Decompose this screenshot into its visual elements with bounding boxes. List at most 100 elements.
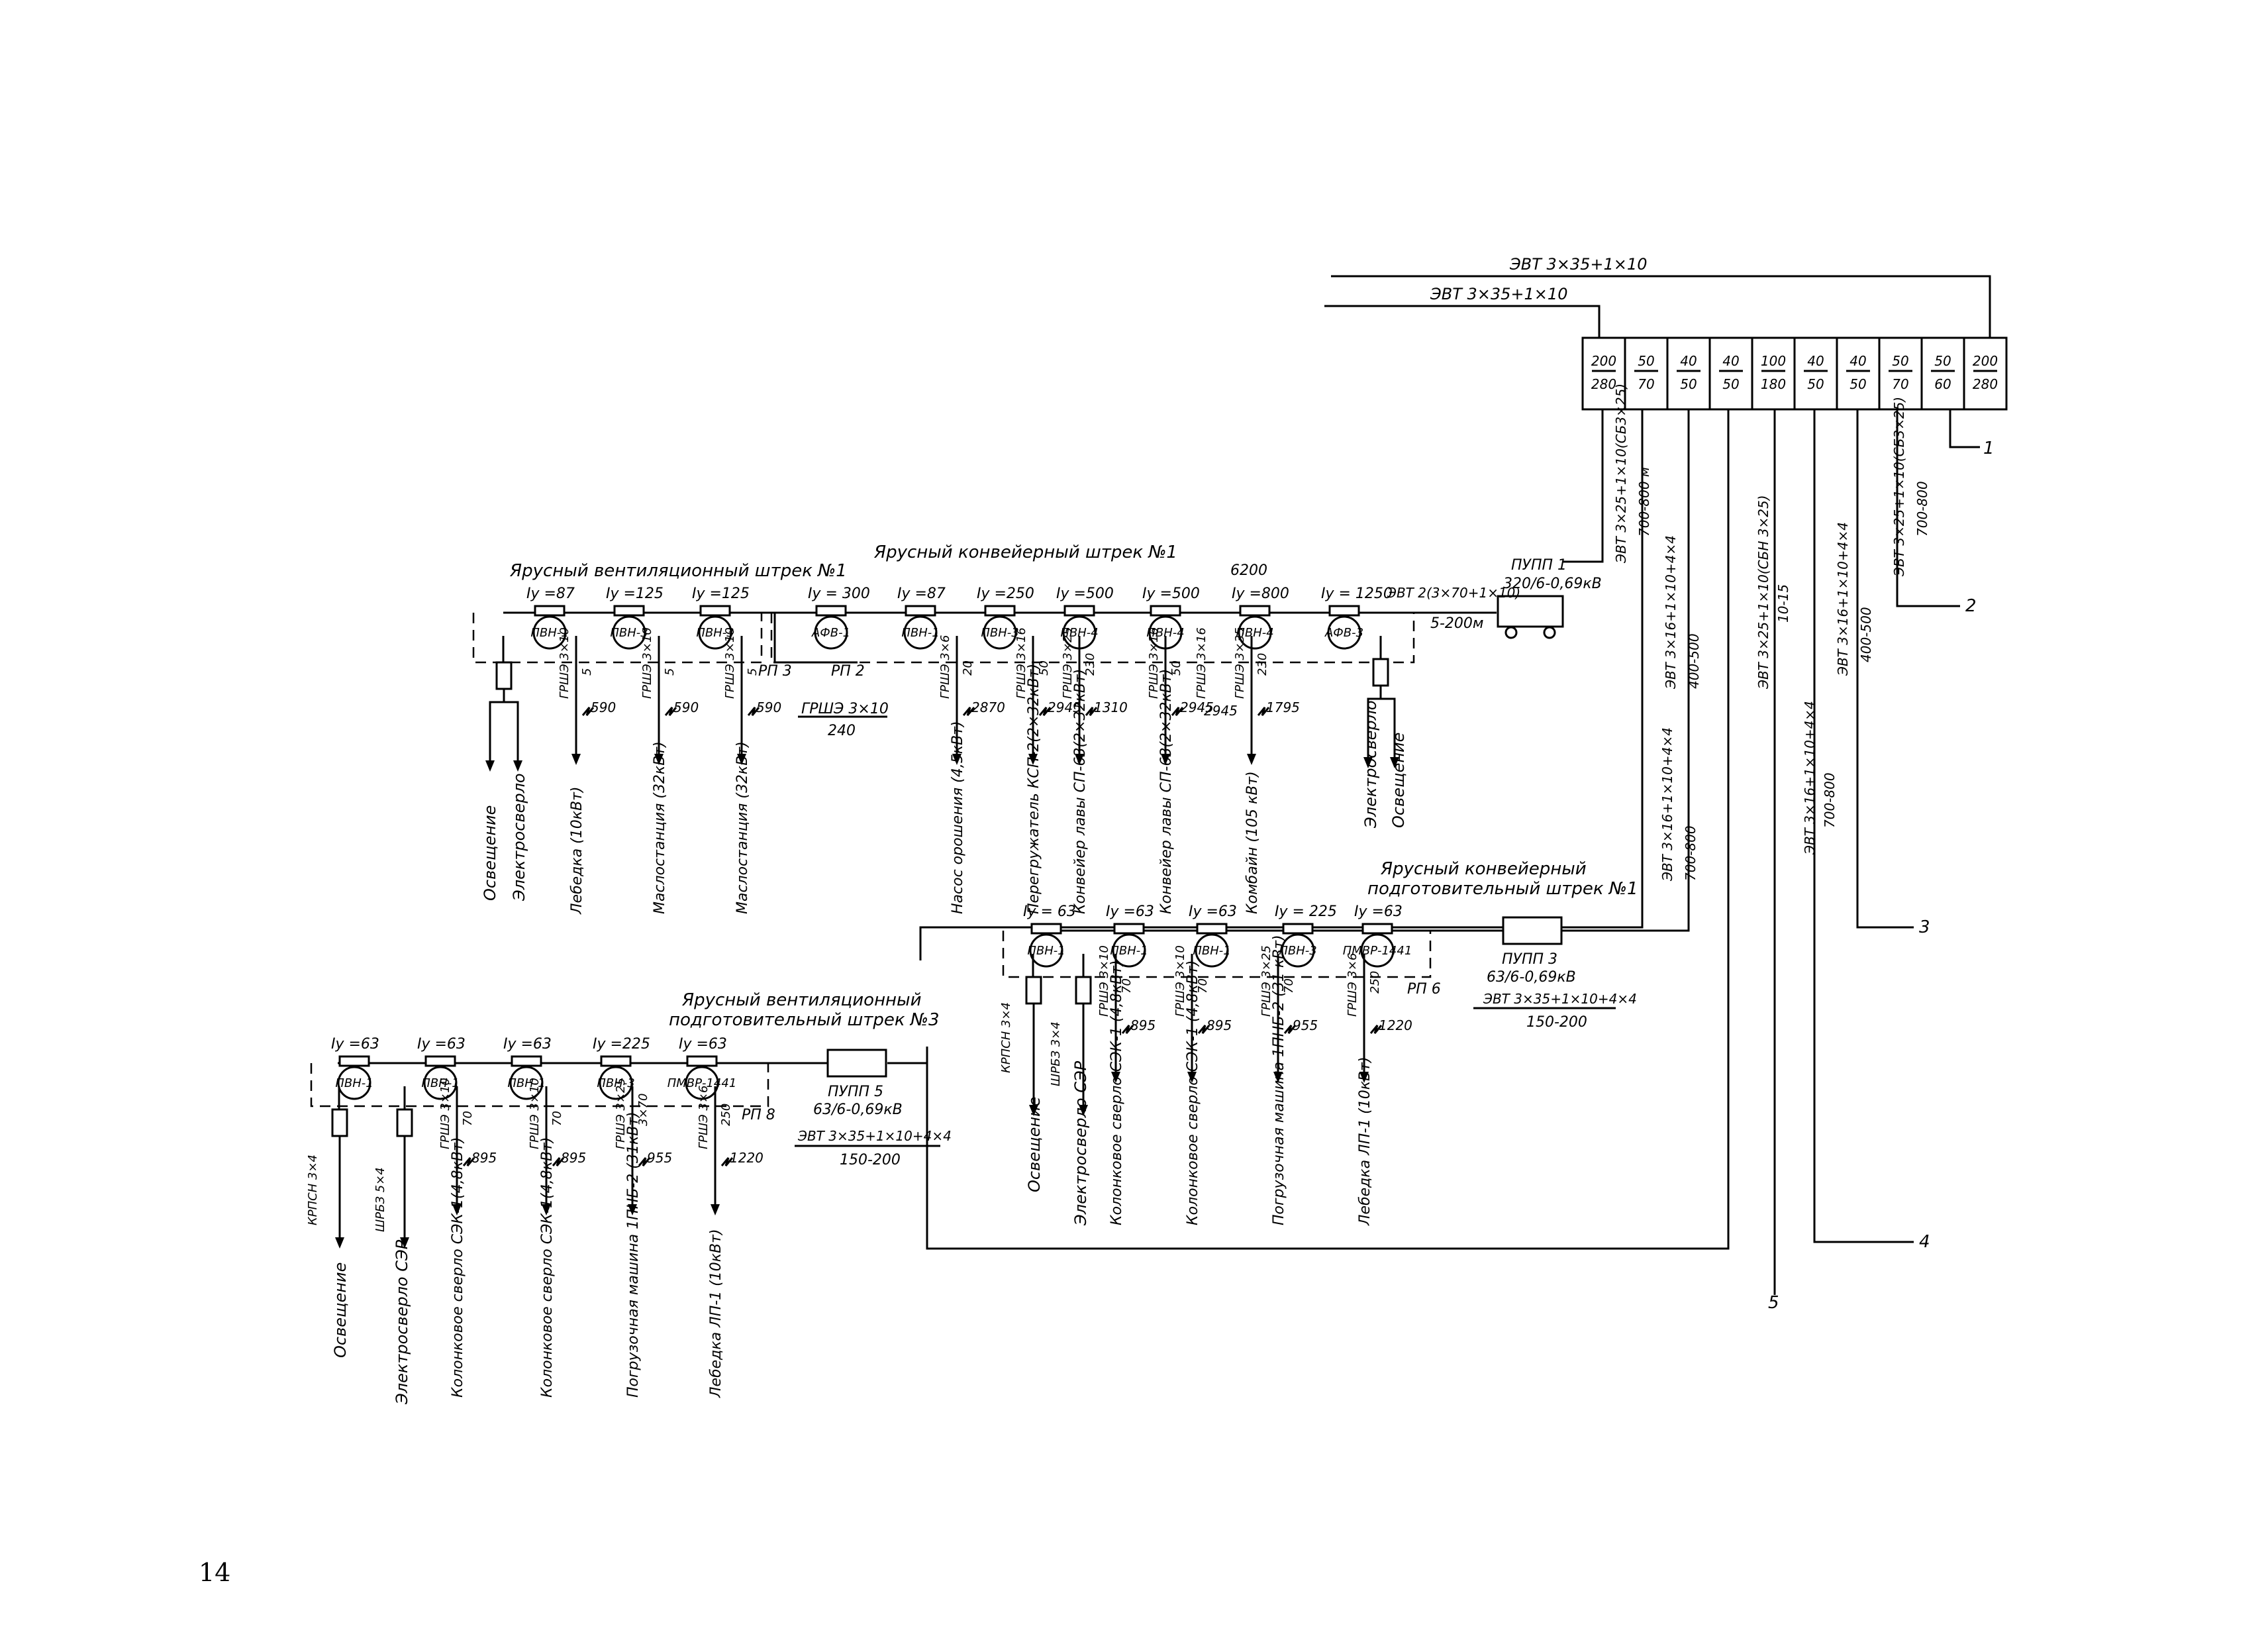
branch-load: Лебедка ЛП-1 (10кВт) bbox=[708, 1229, 724, 1398]
branch-cable-length: 5 bbox=[746, 668, 760, 676]
branch-cable-length: 50 bbox=[1169, 660, 1183, 676]
branch-load: Колонковое сверло СЭК-1(4,8кВт) bbox=[539, 1137, 556, 1398]
branch-arrow bbox=[1273, 1072, 1283, 1083]
panel-cell-den: 180 bbox=[1761, 376, 1786, 392]
short-circuit-icon bbox=[664, 707, 677, 716]
panel-cell-den: 50 bbox=[1849, 376, 1866, 392]
short-circuit-icon bbox=[1171, 707, 1184, 716]
s3-aux-switch-1 bbox=[331, 1108, 348, 1137]
riser-cable-label: 700-800 bbox=[1683, 825, 1699, 881]
short-circuit-icon bbox=[552, 1157, 565, 1166]
pupp1-wheel bbox=[1543, 626, 1556, 639]
pupp5-name: ПУПП 5 bbox=[828, 1084, 883, 1100]
panel-cell-den: 50 bbox=[1680, 376, 1697, 392]
starter-unit bbox=[599, 1066, 633, 1100]
s1-right-aux-arrows bbox=[1363, 757, 1399, 768]
starter-name: ПВН-3 bbox=[1279, 944, 1316, 958]
starter-current-setting: Iу =63 bbox=[1189, 903, 1237, 920]
branch-short-circuit-current: 590 bbox=[591, 699, 616, 715]
section1-distance: 6200 bbox=[1230, 562, 1267, 579]
branch-load: Насос орошения (4,5кВт) bbox=[950, 721, 966, 914]
starter-unit bbox=[1238, 615, 1272, 650]
starter-unit bbox=[1112, 933, 1146, 968]
starter-name: ПВН-3 bbox=[981, 626, 1018, 640]
branch-cable-type: ГРШЭ 3×10 bbox=[1097, 945, 1111, 1017]
starter-unit bbox=[1029, 933, 1063, 968]
riser-1 bbox=[919, 409, 1644, 960]
output-label-3: 3 bbox=[1919, 917, 1930, 937]
branch-load: Погрузочная машина 1ПНБ-2 (31 кВт) bbox=[1271, 935, 1287, 1225]
starter-current-setting: Iу =87 bbox=[526, 586, 575, 602]
s2-aux-load-1: Освещение bbox=[1025, 1097, 1044, 1192]
riser-cable-label: ЭВТ 3×25+1×10(СБН 3×25) bbox=[1755, 495, 1771, 690]
starter-name: ПВН-1 bbox=[530, 626, 568, 640]
starter-unit bbox=[903, 615, 938, 650]
branch-load: Колонковое сверло СЭК-1 (4,8кВт) bbox=[1109, 960, 1125, 1225]
short-circuit-icon bbox=[1038, 707, 1052, 716]
riser-cable-label: 400-500 bbox=[1686, 633, 1702, 689]
section1-title-conv: Ярусный конвейерный штрек №1 bbox=[873, 542, 1177, 562]
section2-title-1: Ярусный конвейерный bbox=[1380, 859, 1587, 879]
branch-cable-length: 70 bbox=[1120, 978, 1134, 994]
panel-cell-num: 40 bbox=[1680, 353, 1697, 369]
branch-short-circuit-current: 895 bbox=[1130, 1017, 1156, 1033]
starter-name: ПВН-1 bbox=[901, 626, 939, 640]
branch-cable-type: ГРШЭ 3×16 bbox=[1147, 627, 1161, 699]
rp3-boundary bbox=[472, 613, 763, 664]
branch-load: Колонковое сверло СЭК-1 (4,8кВт) bbox=[1185, 960, 1201, 1225]
branch-arrow bbox=[1359, 1072, 1369, 1083]
section-1: Ярусный вентиляционный штрек №1 Ярусный … bbox=[472, 542, 1602, 915]
starter-unit bbox=[983, 615, 1017, 650]
branch-arrow bbox=[1161, 754, 1170, 765]
feeder-cable-label-2: ЭВТ 3×35+1×10 bbox=[1430, 285, 1567, 303]
output-label-4: 4 bbox=[1919, 1232, 1930, 1252]
starter-name: ПМВР-1441 bbox=[1343, 944, 1412, 958]
branch-arrow bbox=[1075, 754, 1084, 765]
starter-terminal bbox=[984, 605, 1016, 617]
branch-short-circuit-current: 590 bbox=[673, 699, 699, 715]
starter-terminal bbox=[1113, 923, 1145, 935]
s1-aux-load-4: Освещение bbox=[1389, 733, 1408, 828]
starter-terminal bbox=[1150, 605, 1181, 617]
s1-right-aux-lines bbox=[1367, 686, 1396, 765]
s2-aux-cable-2: ШРБЗ 3×4 bbox=[1049, 1021, 1063, 1086]
branch-cable-length: 50 bbox=[1037, 660, 1051, 676]
branch-load: Колонковое сверло СЭК-1(4,8кВт) bbox=[450, 1137, 466, 1398]
riser-cable-label: ЭВТ 3×16+1×10+4×4 bbox=[1659, 727, 1675, 882]
starter-current-setting: Iу =63 bbox=[1106, 903, 1154, 920]
s1-right-aux-switch bbox=[1372, 658, 1389, 687]
rp2-length: 240 bbox=[828, 723, 856, 739]
panel-cell-den: 60 bbox=[1934, 376, 1951, 392]
short-circuit-icon bbox=[747, 707, 760, 716]
branch-cable-type: ГРШЭ 3×10 bbox=[640, 627, 654, 699]
starter-name: ПВН-1 bbox=[1110, 944, 1148, 958]
starter-current-setting: Iу =125 bbox=[692, 586, 750, 602]
starter-terminal bbox=[815, 605, 847, 617]
starter-current-setting: Iу =63 bbox=[417, 1036, 466, 1053]
starter-name: ПВН-3 bbox=[610, 626, 648, 640]
branch-load: Перегружатель КСП-2(2×32кВт) bbox=[1026, 664, 1042, 914]
branch-cable-length: 250 bbox=[719, 1104, 733, 1126]
branch-arrow bbox=[654, 754, 664, 765]
short-circuit-icon bbox=[1197, 1025, 1210, 1034]
starter-current-setting: Iу = 1250 bbox=[1321, 586, 1393, 602]
starter-name: ПВН-3 bbox=[597, 1076, 634, 1090]
starter-name: АФВ-3 bbox=[1324, 626, 1363, 640]
starter-current-setting: Iу = 300 bbox=[808, 586, 870, 602]
starter-unit bbox=[1360, 933, 1395, 968]
short-circuit-icon bbox=[581, 707, 595, 716]
rp3-label: РП 3 bbox=[758, 663, 792, 680]
s3-aux-arrows bbox=[335, 1237, 409, 1249]
section3-title-2: подготовительный штрек №3 bbox=[669, 1010, 939, 1030]
branch-load: Лебедка (10кВт) bbox=[569, 786, 585, 915]
starter-terminal bbox=[613, 605, 645, 617]
starter-current-setting: Iу =250 bbox=[977, 586, 1034, 602]
starter-terminal bbox=[905, 605, 936, 617]
s1-aux-load-1: Освещение bbox=[481, 805, 499, 901]
branch-short-circuit-current: 2870 bbox=[971, 699, 1005, 715]
s1-aux-load-2: Электросверло bbox=[510, 773, 528, 901]
feeder-line-1 bbox=[1331, 275, 1991, 338]
page-number: 14 bbox=[199, 1558, 231, 1587]
